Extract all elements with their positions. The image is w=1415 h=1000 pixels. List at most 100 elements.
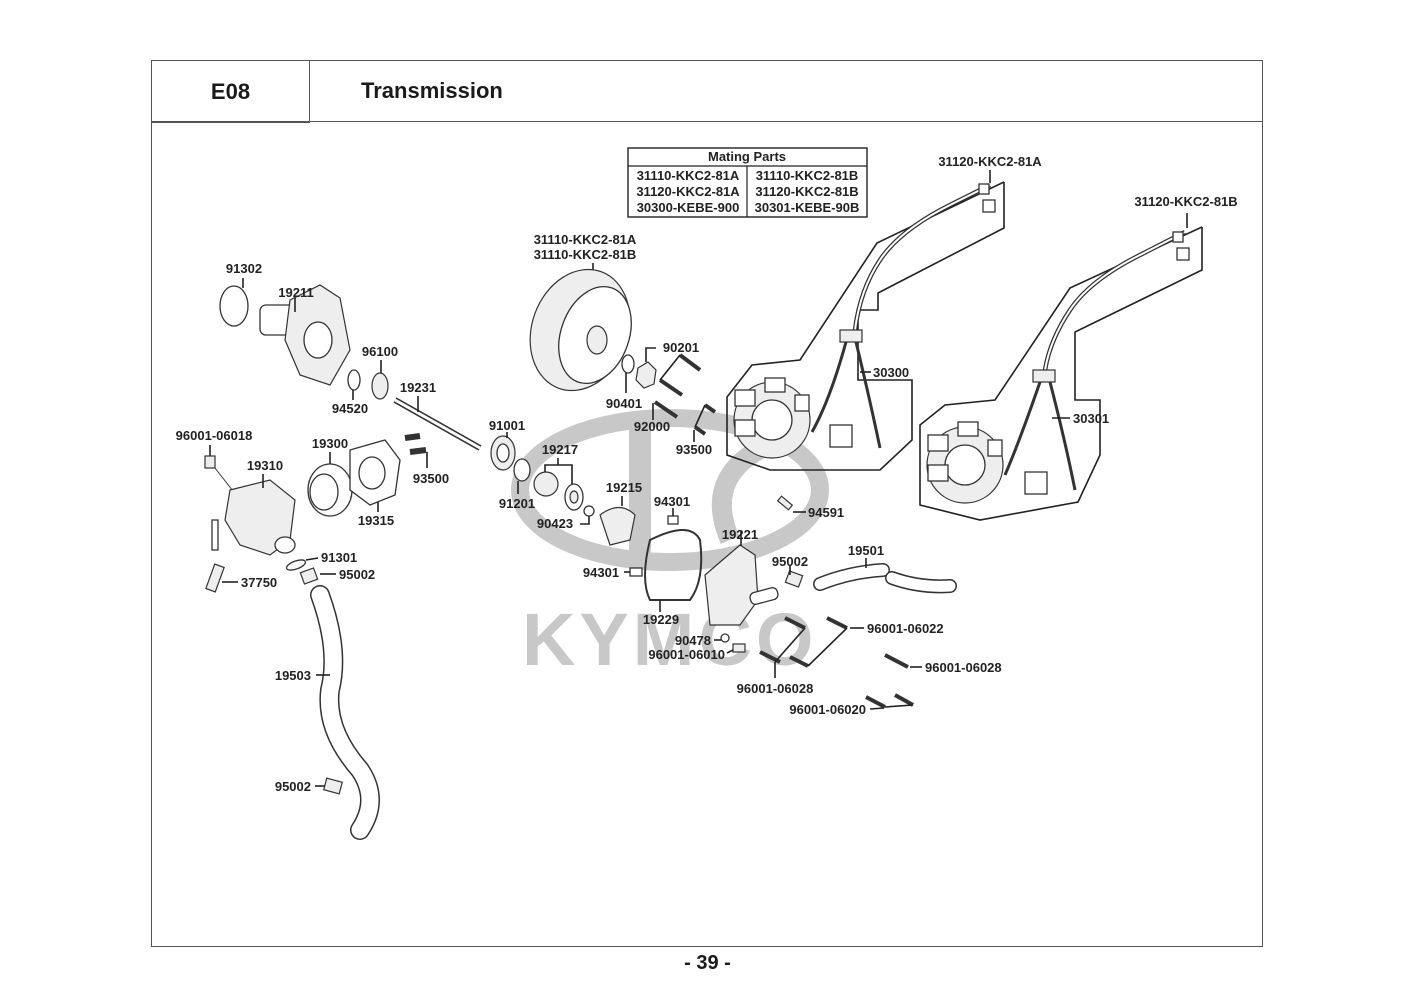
part-label: 94301: [654, 494, 690, 509]
hose-19503-fill: [311, 586, 379, 839]
stator-a-wire-harness: [849, 182, 992, 341]
o-ring-91302: [219, 285, 249, 327]
part-label: 31120-KKC2-81B: [1134, 194, 1237, 209]
washer-90423: [583, 505, 595, 517]
stator-b-wire-harness: [1040, 229, 1187, 379]
bolt-96001-06022: [789, 655, 809, 668]
leader-line: [580, 516, 590, 525]
bearing-96100: [371, 372, 389, 400]
water-pump-body-group: [644, 529, 779, 654]
part-label: 19501: [848, 543, 884, 558]
part-label: 90401: [606, 396, 642, 411]
stator-a-connector: [978, 183, 990, 195]
leader-line: [659, 354, 681, 381]
stator-a-coil: [734, 389, 756, 407]
bolt-96001-06022: [826, 616, 848, 630]
thermostat-cover-bore: [358, 456, 386, 490]
header-divider: [151, 121, 1263, 122]
bolt-96001-06020: [865, 695, 886, 709]
part-label: 19503: [275, 668, 311, 683]
bolt-96001-06028-right: [884, 653, 909, 669]
pump-cover-outlet: [749, 587, 779, 605]
leader-line: [869, 707, 885, 710]
gasket-19229: [644, 529, 703, 601]
bolt-96001-06020: [894, 693, 914, 707]
mating-parts-title: Mating Parts: [708, 149, 786, 164]
mating-parts-cell: 31110-KKC2-81B: [756, 168, 859, 183]
thermostat-housing-group: [204, 433, 428, 593]
part-label: 19300: [312, 436, 348, 451]
stator-a-wire: [854, 341, 882, 449]
part-label: 95002: [772, 554, 808, 569]
hose-19501-group: [776, 495, 957, 594]
leader-line: [645, 347, 656, 362]
stator-b-coil: [927, 464, 949, 482]
stator-a-wire-harness-inner: [851, 184, 991, 341]
stator-a-group-outline: [726, 181, 1005, 471]
stator-b-pulser: [1024, 471, 1048, 495]
part-label: 30300: [873, 365, 909, 380]
o-ring-91301: [285, 559, 307, 571]
hose-19501-segment-fill: [886, 572, 956, 592]
leader-line: [884, 704, 914, 708]
clip-94591: [776, 495, 794, 511]
bolt-93500: [703, 403, 717, 414]
part-label: 95002: [275, 779, 311, 794]
part-label: 19310: [247, 458, 283, 473]
bolt-96001-06018: [204, 455, 216, 469]
leader-line: [807, 627, 848, 667]
bolt-92000: [658, 378, 684, 397]
hose-19501-segment-fill: [814, 564, 889, 590]
watermark-logo-ring: [511, 409, 829, 571]
stator-a-coil: [734, 419, 756, 437]
bolts-92000: [652, 353, 717, 442]
stator-b-coil: [927, 434, 949, 452]
mating-parts-table: Mating Parts 31110-KKC2-81A 31110-KKC2-8…: [627, 147, 868, 218]
clamp-95002-middle: [784, 570, 804, 588]
mating-parts-cell: 31120-KKC2-81A: [636, 184, 740, 199]
part-label: 95002: [339, 567, 375, 582]
part-label: 90201: [663, 340, 699, 355]
shaft-19231-inner: [394, 398, 481, 450]
part-labels: 31110-KKC2-81A 31110-KKC2-81B 31120-KKC2…: [176, 154, 1238, 794]
part-label: 30301: [1073, 411, 1109, 426]
part-label: 93500: [413, 471, 449, 486]
bolt-92000: [678, 353, 702, 372]
washer-90478: [720, 633, 730, 643]
part-label: 91201: [499, 496, 535, 511]
stator-a-connector: [982, 199, 996, 213]
impeller-19215: [599, 506, 636, 546]
page-number: - 39 -: [684, 952, 731, 974]
mating-parts-cell: 31120-KKC2-81B: [755, 184, 858, 199]
circlip-94520: [347, 369, 361, 391]
stator-b-group-outline: [919, 226, 1203, 521]
bolt-93500-left: [409, 447, 427, 455]
seal-91201: [513, 458, 531, 482]
part-label: 96001-06020: [789, 702, 866, 717]
bolt-96001-06010: [732, 643, 746, 653]
stator-b-grommet: [1032, 369, 1056, 383]
part-label: 94301: [583, 565, 619, 580]
temp-sensor-37750: [205, 563, 225, 593]
part-label: 92000: [634, 419, 670, 434]
part-label: 31110-KKC2-81B: [534, 247, 637, 262]
hose-19503: [310, 585, 380, 840]
stator-assembly-b: [919, 213, 1203, 521]
part-label: 96001-06028: [925, 660, 1002, 675]
pump-bolts-group: [759, 616, 922, 710]
mechanical-seal-19217: [533, 471, 559, 497]
bolt-93500: [693, 425, 707, 436]
stator-assembly-a: [726, 170, 1005, 471]
part-label: 90478: [675, 633, 711, 648]
leader-line: [774, 627, 806, 663]
stator-b-wire: [1048, 381, 1077, 491]
part-label: 19217: [542, 442, 578, 457]
part-label: 19231: [400, 380, 436, 395]
seal-ring-19217-inner: [569, 490, 579, 504]
part-label: 94520: [332, 401, 368, 416]
kymco-watermark: KYMCO: [511, 409, 829, 681]
diagram-frame: [151, 60, 1263, 947]
part-label: 90423: [537, 516, 573, 531]
clamp-95002-lower: [322, 777, 344, 795]
stator-a-bore: [751, 399, 793, 441]
